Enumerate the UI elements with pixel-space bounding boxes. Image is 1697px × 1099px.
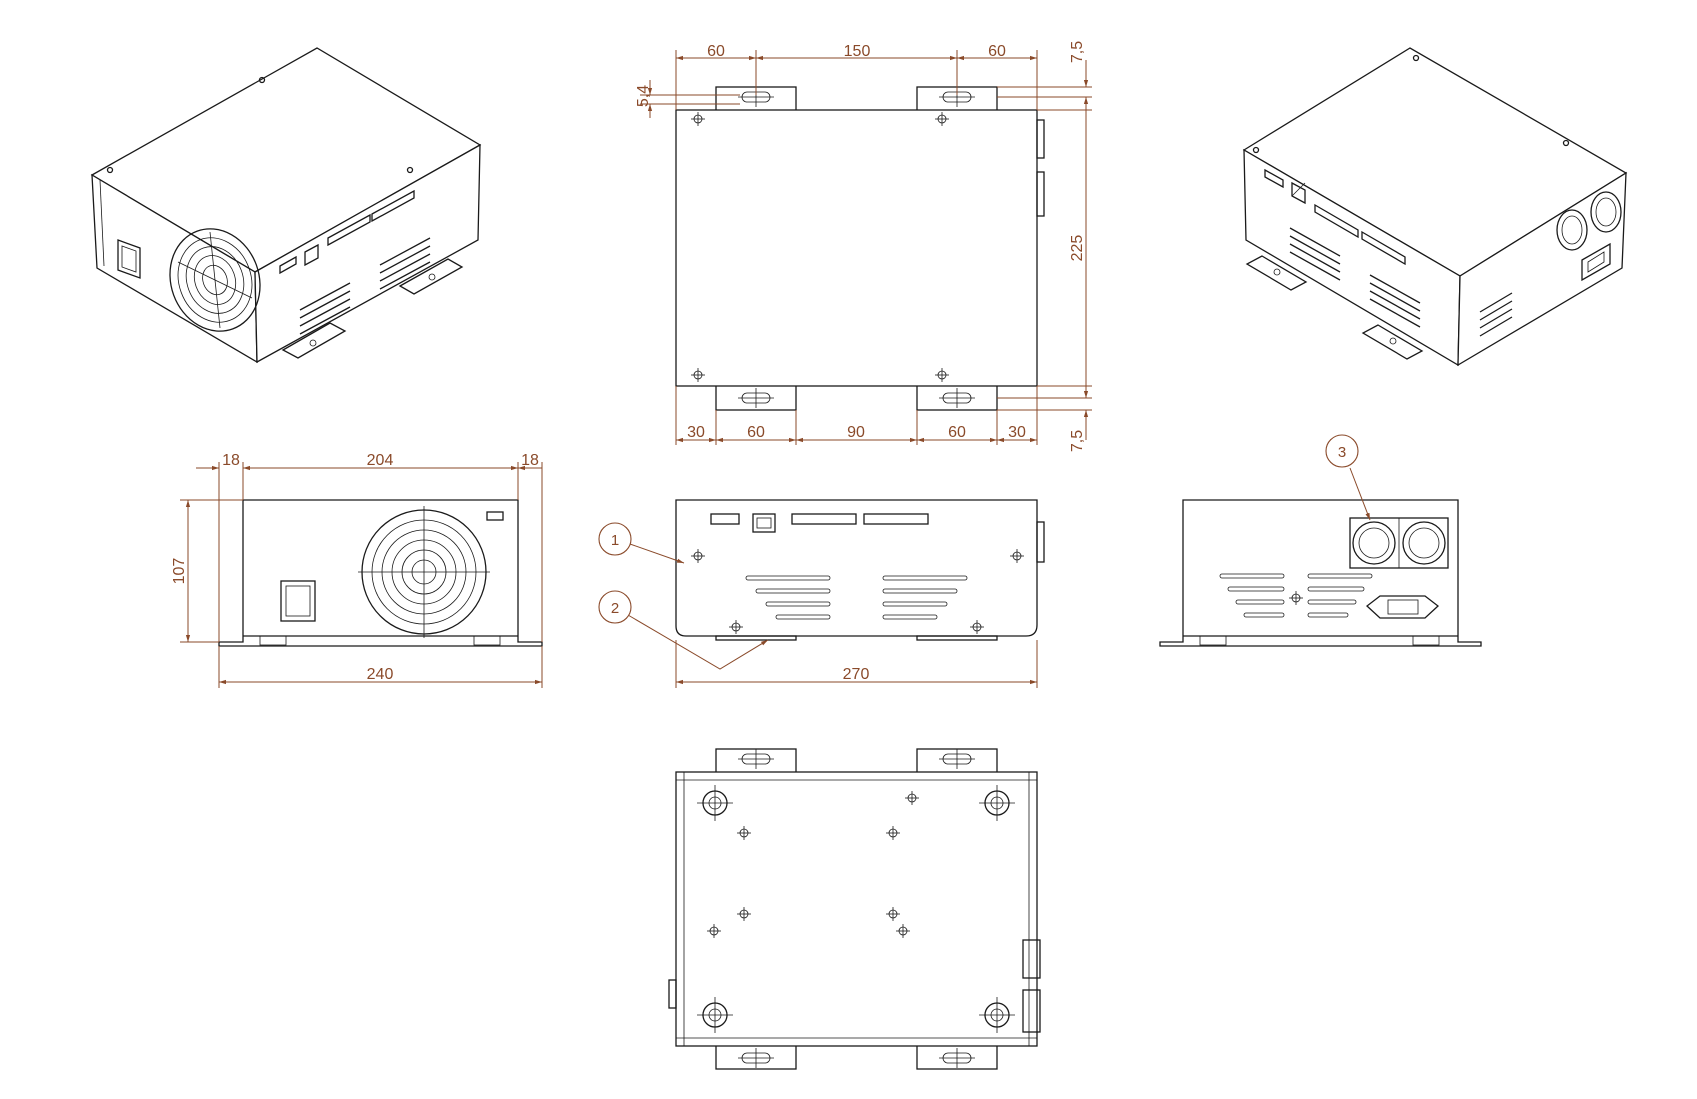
dim-bottom-7-5: 7,5 — [1069, 430, 1086, 452]
terminal-block-icon — [710, 513, 929, 525]
bottom-view — [668, 748, 1041, 1070]
top-view: 60 150 60 7,5 5,4 225 7,5 — [635, 41, 1092, 452]
vent-slots — [1219, 573, 1373, 618]
terminal-block-icon — [1264, 168, 1406, 266]
circular-connector-icon — [1349, 517, 1449, 569]
dim-bottom-60-left: 60 — [747, 424, 765, 441]
dim-front-107: 107 — [171, 558, 188, 585]
dim-front-18-left: 18 — [222, 452, 240, 469]
ethernet-port-icon — [752, 513, 776, 533]
isometric-view-front — [90, 47, 482, 364]
vent-slots — [1289, 227, 1513, 337]
front-view: 18 204 18 107 240 — [171, 452, 543, 688]
iec-power-inlet-icon — [1581, 242, 1611, 282]
dim-top-60-right: 60 — [988, 43, 1006, 60]
vent-slots — [299, 237, 431, 335]
dim-top-7-5: 7,5 — [1069, 41, 1086, 63]
callout-1: 1 — [611, 532, 619, 549]
ethernet-port-icon — [304, 243, 319, 267]
dim-bottom-60-right: 60 — [948, 424, 966, 441]
power-switch-icon — [280, 580, 316, 622]
power-switch-icon — [117, 239, 141, 279]
dim-front-204: 204 — [367, 452, 394, 469]
dim-bottom-90: 90 — [847, 424, 865, 441]
ethernet-port-icon — [1291, 181, 1306, 205]
dim-top-60-left: 60 — [707, 43, 725, 60]
dim-front-240: 240 — [367, 666, 394, 683]
circular-connector-icon — [1556, 191, 1622, 251]
terminal-block-icon — [279, 189, 415, 275]
fan-grille-icon — [169, 228, 261, 332]
dim-bottom-30-right: 30 — [1008, 424, 1026, 441]
rear-view: 3 — [1159, 434, 1482, 647]
callout-2: 2 — [611, 600, 619, 617]
dim-side-270: 270 — [843, 666, 870, 683]
side-view: 270 1 2 — [598, 499, 1045, 688]
fan-grille-icon — [358, 506, 490, 638]
dim-left-5-4: 5,4 — [635, 85, 652, 107]
dim-right-225: 225 — [1069, 235, 1086, 262]
dim-top-150: 150 — [844, 43, 871, 60]
isometric-view-rear — [1242, 47, 1628, 367]
dim-front-18-right: 18 — [521, 452, 539, 469]
dim-bottom-30-left: 30 — [687, 424, 705, 441]
iec-power-inlet-icon — [1365, 595, 1440, 619]
callout-3: 3 — [1338, 444, 1346, 461]
vent-slots — [745, 575, 968, 620]
